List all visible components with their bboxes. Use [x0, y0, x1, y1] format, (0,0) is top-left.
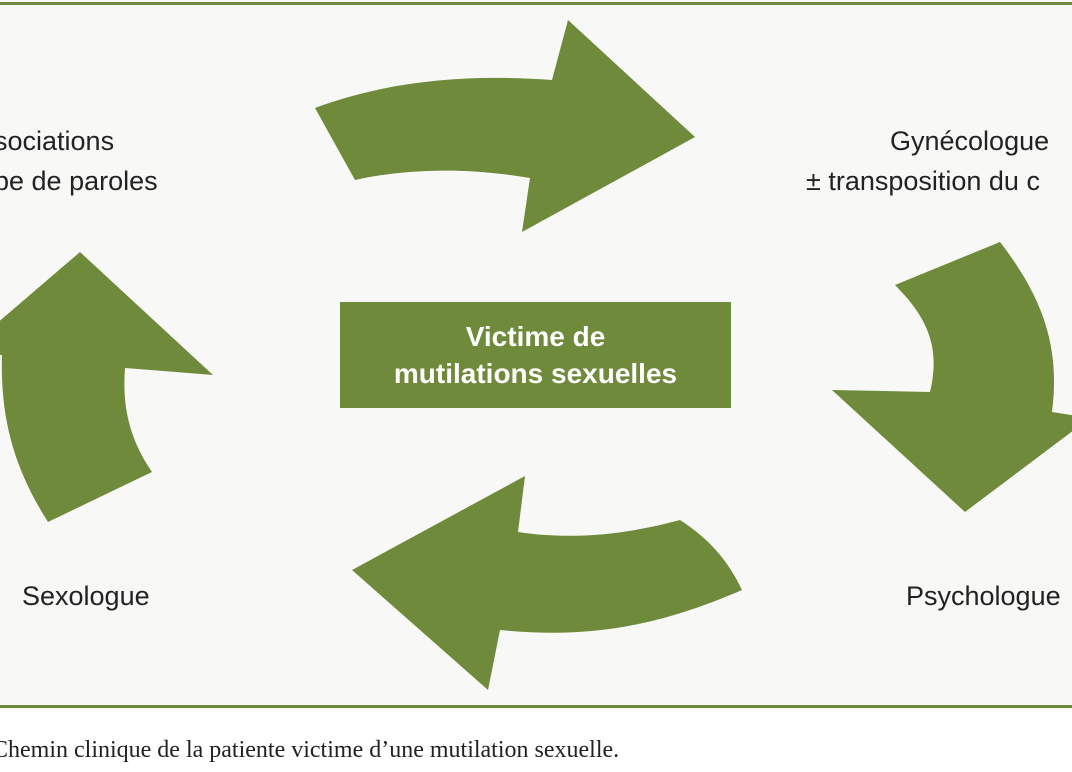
bottom-rule: [0, 705, 1072, 708]
gynecologue-line2: ± transposition du c: [806, 166, 1040, 196]
center-line1: Victime de: [465, 321, 606, 352]
gynecologue-line1: Gynécologue: [890, 126, 1050, 156]
center-node: Victime de mutilations sexuelles: [340, 302, 731, 408]
arrow-right: [832, 242, 1072, 512]
node-sexologue: Sexologue: [22, 581, 150, 611]
node-gynecologue: Gynécologue ± transposition du c: [806, 122, 1049, 201]
arrow-left: [0, 252, 213, 522]
top-rule: [0, 2, 1072, 5]
node-associations: sociations pe de paroles: [0, 122, 158, 201]
associations-line2: pe de paroles: [0, 166, 158, 196]
arrow-top: [315, 20, 695, 232]
cycle-arrows: [0, 20, 1072, 690]
node-psychologue: Psychologue: [906, 581, 1061, 611]
figure-caption: Chemin clinique de la patiente victime d…: [0, 737, 620, 763]
center-line2: mutilations sexuelles: [393, 358, 678, 389]
arrow-bottom: [352, 476, 742, 690]
diagram-figure: sociations pe de paroles Gynécologue ± t…: [0, 0, 1072, 708]
associations-line1: sociations: [0, 126, 115, 156]
